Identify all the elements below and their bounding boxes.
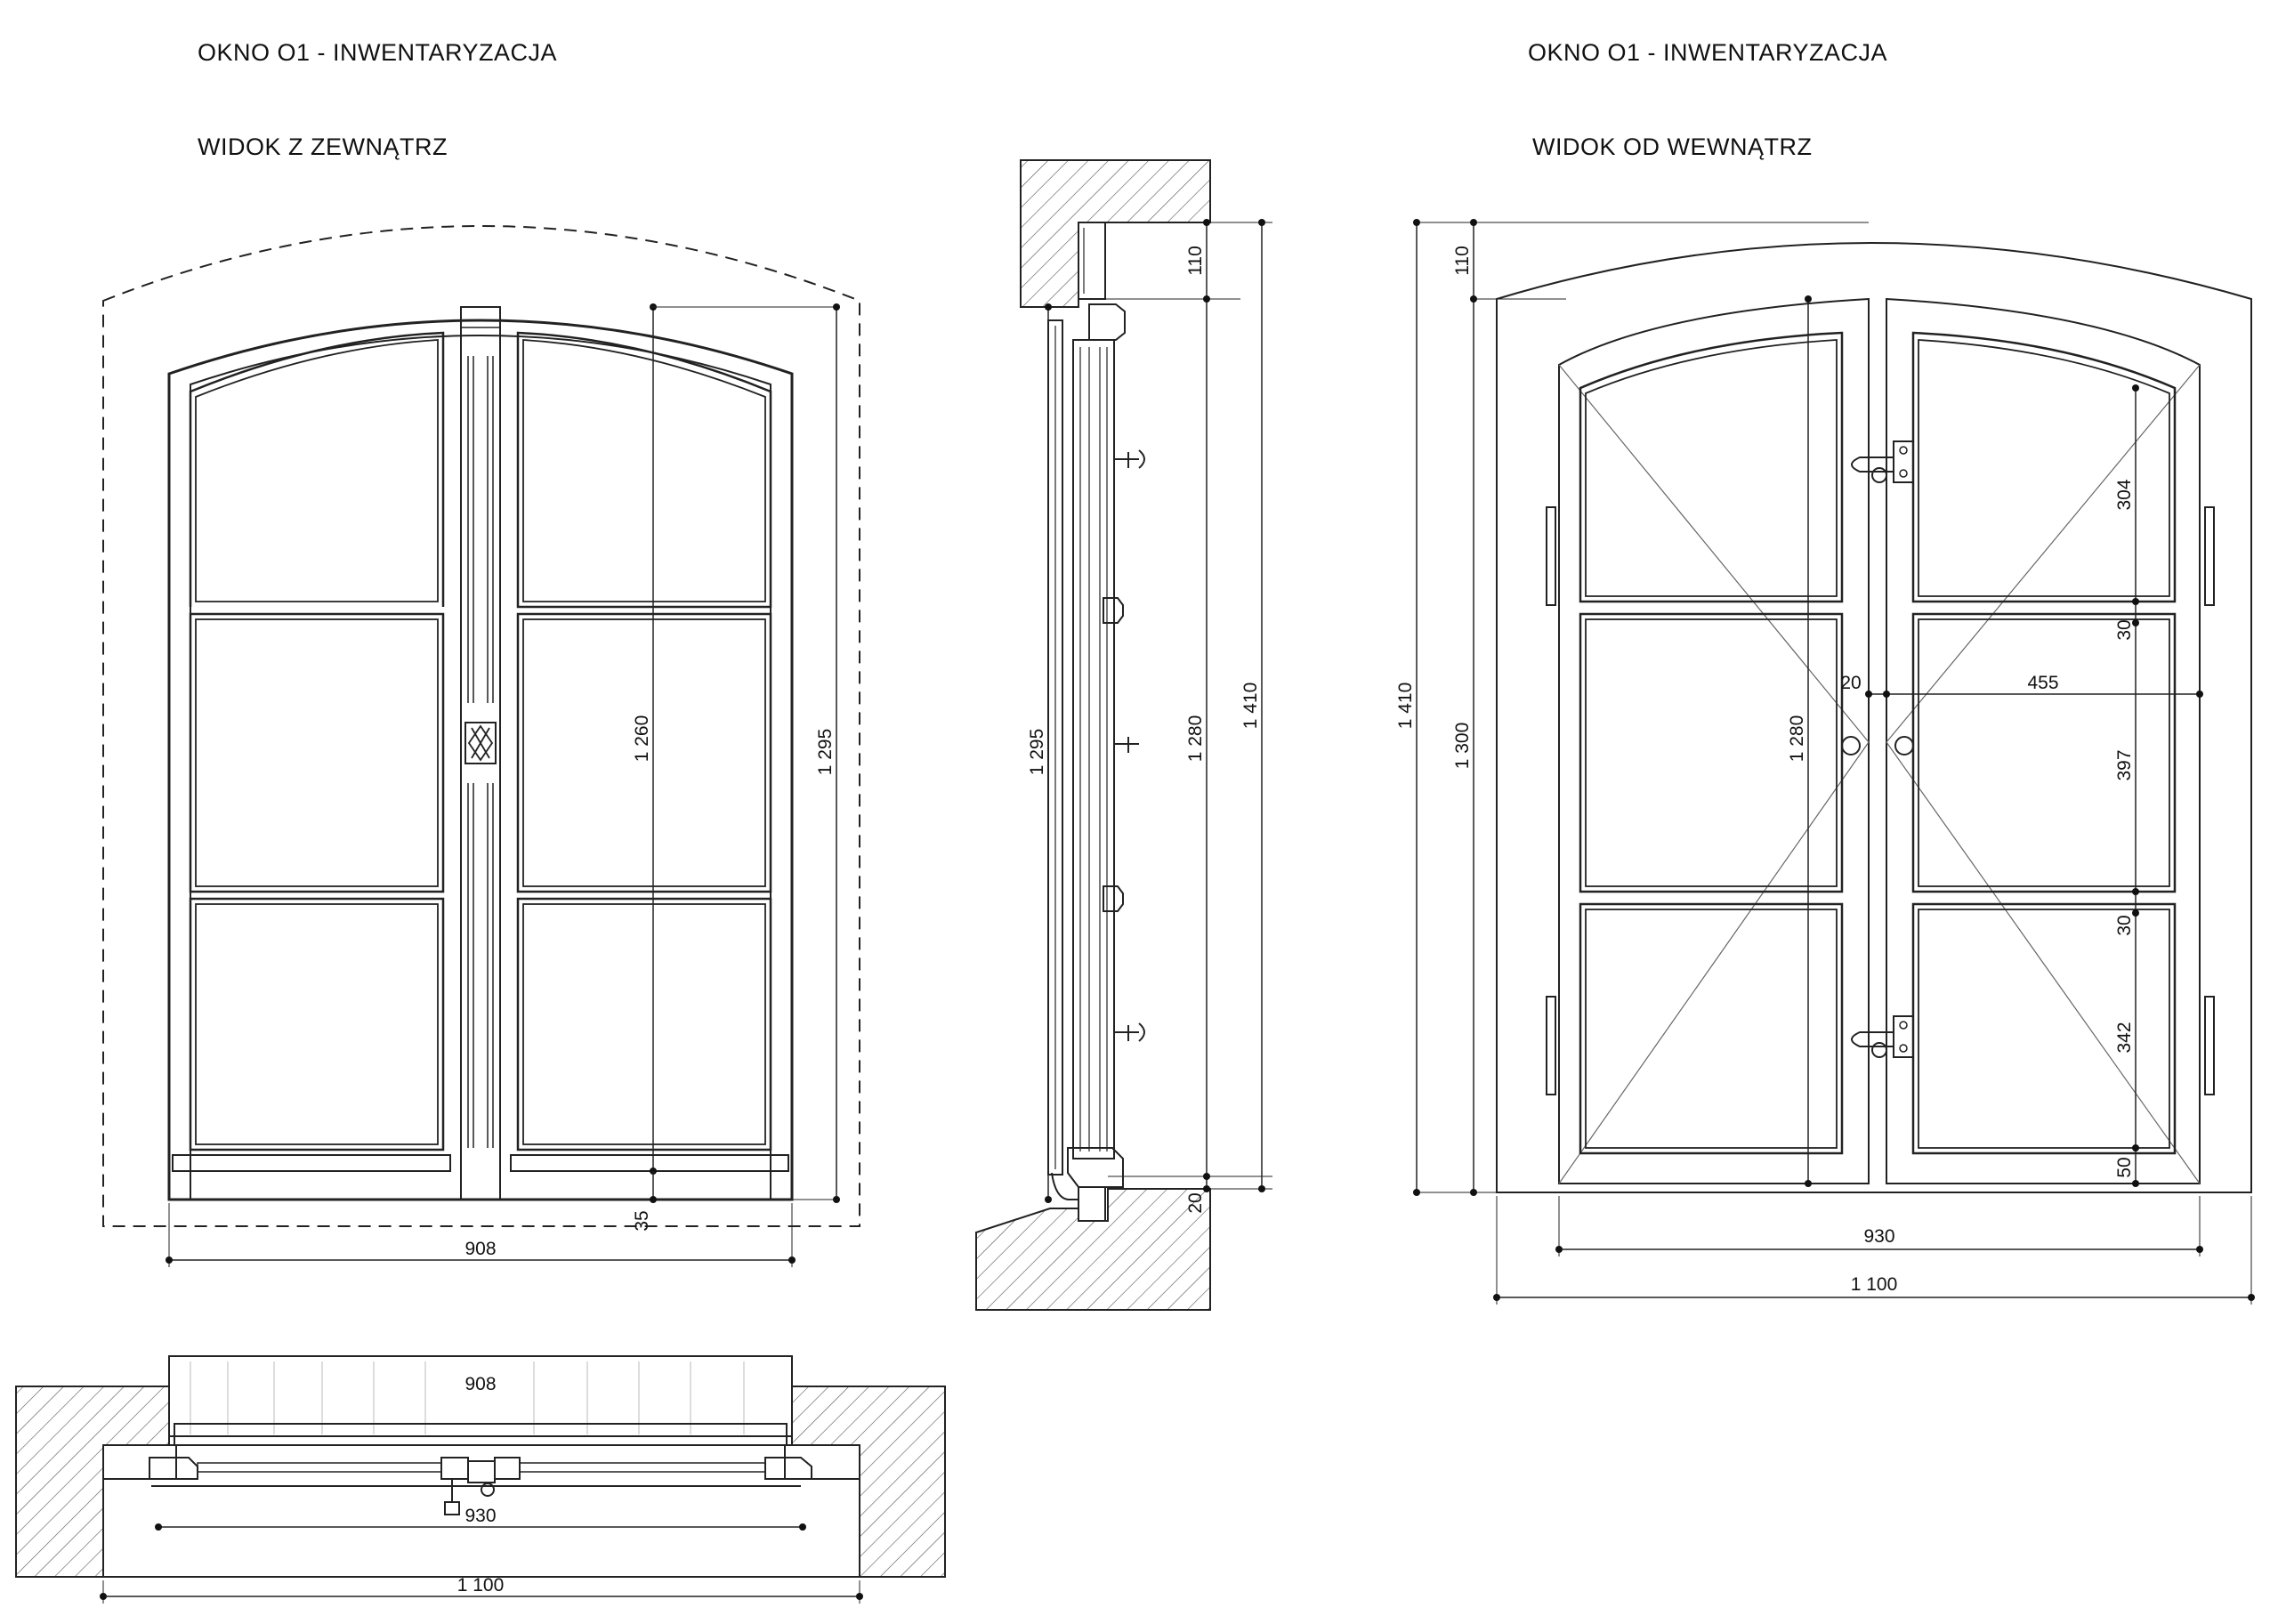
section-sash-height-dim: 1 280 — [1185, 715, 1206, 763]
interior-frame-height-dim: 1 300 — [1452, 723, 1473, 770]
interior-top-dim: 110 — [1452, 246, 1473, 275]
interior-gap-dim: 20 — [1840, 673, 1861, 693]
section-frame-height-dim: 1 295 — [1027, 729, 1047, 776]
section-top-dim: 110 — [1185, 246, 1206, 275]
exterior-dimensions: 1 260 35 1 295 908 — [166, 303, 840, 1267]
section-total-height-dim: 1 410 — [1240, 683, 1261, 730]
interior-sash-width-dim: 455 — [2027, 673, 2058, 693]
exterior-view — [102, 225, 860, 1227]
interior-total-height-dim: 1 410 — [1395, 683, 1416, 730]
plan-inner-width-dim: 930 — [464, 1506, 496, 1526]
right-title: OKNO O1 - INWENTARYZACJA — [1528, 39, 1887, 66]
interior-outer-width-dim: 1 100 — [1851, 1274, 1898, 1295]
exterior-sill-dim: 35 — [632, 1210, 652, 1231]
section-view — [975, 159, 1211, 1311]
exterior-height-dim: 1 260 — [632, 715, 652, 763]
plan-dimensions: 908 930 1 100 — [100, 1374, 863, 1604]
interior-bottom-rail-dim: 50 — [2114, 1157, 2135, 1177]
interior-pane-mid-dim: 397 — [2114, 749, 2135, 780]
plan-view — [15, 1355, 946, 1578]
interior-transom-2-dim: 30 — [2114, 915, 2135, 935]
interior-view — [1496, 242, 2252, 1193]
section-bottom-dim: 20 — [1185, 1192, 1206, 1213]
plan-sash-width-dim: 908 — [464, 1374, 496, 1394]
section-dimensions: 110 1 280 20 1 410 1 295 — [1027, 219, 1272, 1214]
left-title: OKNO O1 - INWENTARYZACJA — [198, 39, 557, 66]
right-subtitle: WIDOK OD WEWNĄTRZ — [1532, 133, 1812, 160]
interior-transom-1-dim: 30 — [2114, 619, 2135, 640]
left-subtitle: WIDOK Z ZEWNĄTRZ — [198, 133, 448, 160]
exterior-opening-height-dim: 1 295 — [815, 729, 836, 776]
interior-pane-top-dim: 304 — [2114, 479, 2135, 510]
interior-pane-bottom-dim: 342 — [2114, 1022, 2135, 1053]
plan-outer-width-dim: 1 100 — [457, 1575, 505, 1596]
latch-top — [1851, 440, 1914, 483]
interior-dimensions: 1 410 110 1 300 1 280 304 30 397 30 342 … — [1395, 219, 2255, 1305]
exterior-width-dim: 908 — [464, 1239, 496, 1259]
interior-inner-width-dim: 930 — [1863, 1226, 1894, 1247]
latch-bottom — [1851, 1015, 1914, 1058]
interior-sash-height-dim: 1 280 — [1787, 715, 1807, 763]
